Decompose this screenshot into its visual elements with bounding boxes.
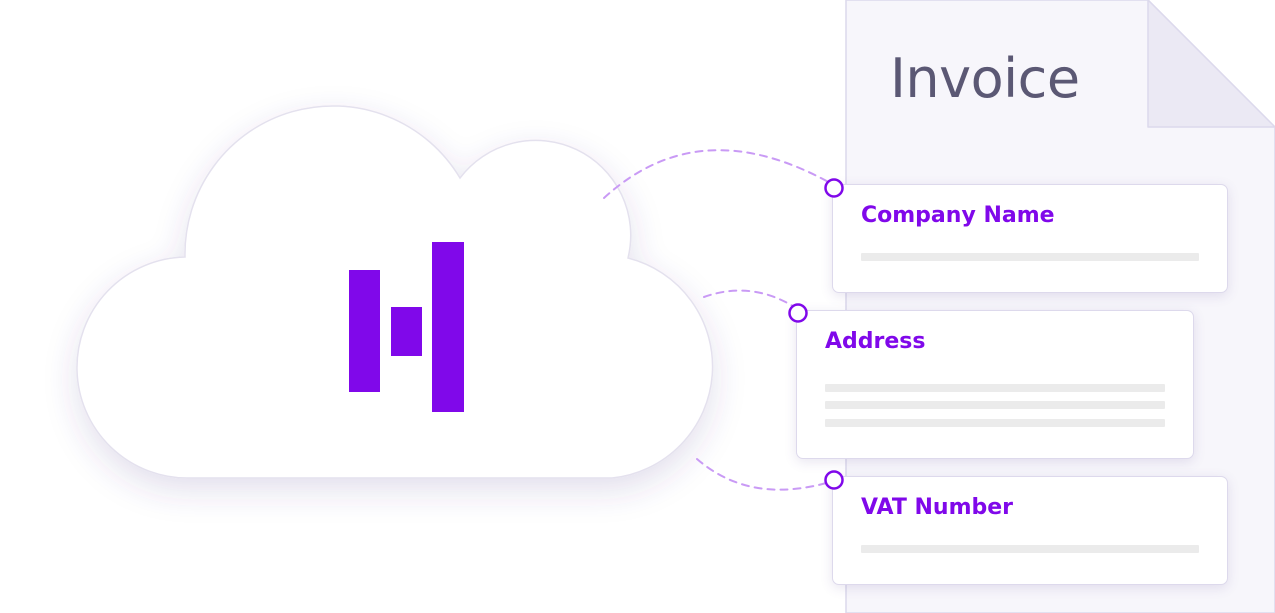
field-card-address: Address <box>796 310 1194 459</box>
field-card-company-name: Company Name <box>832 184 1228 293</box>
invoice-page-fold <box>1147 0 1275 128</box>
field-label-vat-number: VAT Number <box>861 495 1014 520</box>
connector-line-company <box>603 149 833 199</box>
invoice-title: Invoice <box>890 47 1080 110</box>
logo-bar-left <box>349 270 380 392</box>
field-card-vat-number: VAT Number <box>832 476 1228 585</box>
connector-lines <box>603 149 833 491</box>
placeholder-line <box>861 545 1199 553</box>
connector-line-address <box>703 289 797 309</box>
placeholder-line <box>825 419 1165 427</box>
logo-bar-middle <box>391 307 422 356</box>
bar-logo-icon <box>349 242 464 412</box>
field-label-company-name: Company Name <box>861 203 1055 228</box>
placeholder-line <box>825 384 1165 392</box>
field-label-address: Address <box>825 329 926 354</box>
placeholder-line <box>861 253 1199 261</box>
connector-line-vat <box>696 458 831 491</box>
placeholder-line <box>825 401 1165 409</box>
cloud-icon <box>76 105 714 479</box>
logo-bar-right <box>432 242 464 412</box>
